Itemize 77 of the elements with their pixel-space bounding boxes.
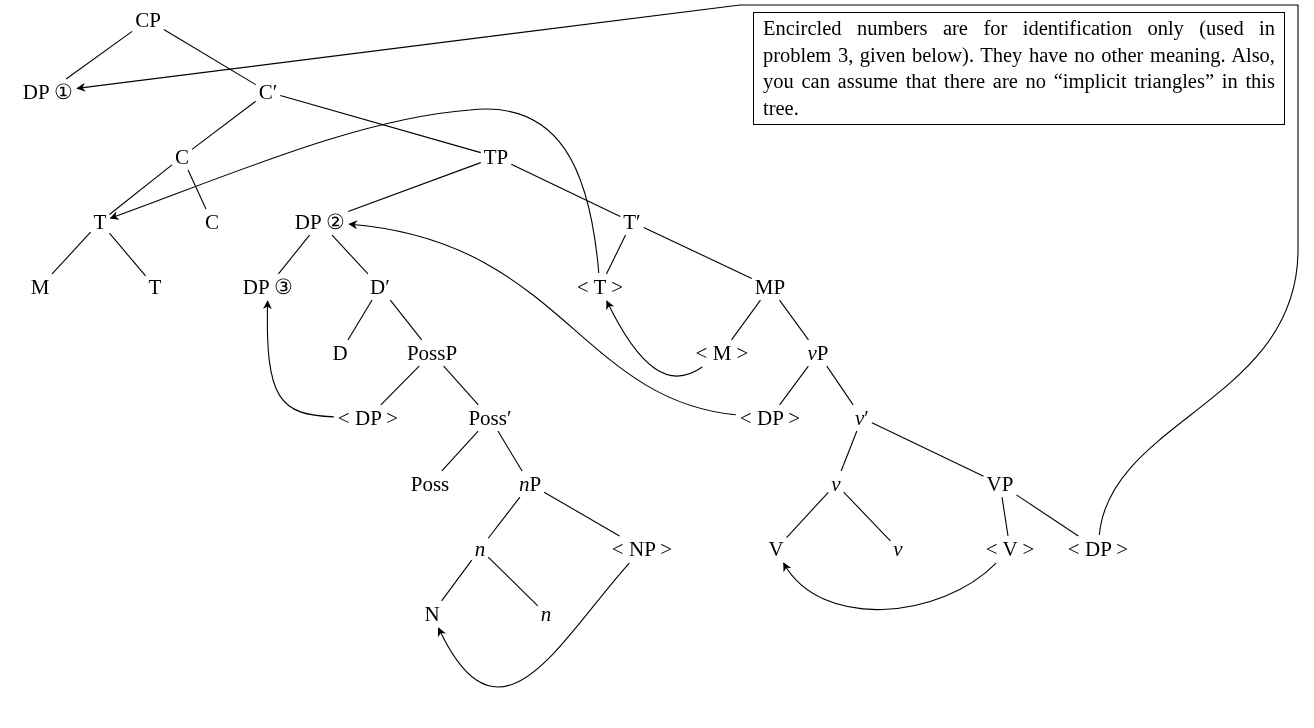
tree-node-label: < M > <box>693 340 751 366</box>
branch-line <box>1015 494 1079 537</box>
branch-line <box>187 169 207 210</box>
movement-arrow <box>783 562 997 611</box>
tree-node-label: VP <box>984 471 1016 497</box>
branch-line <box>843 491 891 542</box>
tree-node-label: < T > <box>574 274 626 300</box>
tree-node-label: T <box>146 274 164 300</box>
branch-line <box>108 164 173 216</box>
branch-line <box>108 232 147 277</box>
tree-node-label: n <box>538 601 554 627</box>
tree-node-label: < V > <box>983 536 1037 562</box>
tree-node-label: T <box>91 209 109 235</box>
tree-node-label: < DP > <box>737 405 803 431</box>
movement-arrow <box>438 562 630 688</box>
branch-line <box>441 430 479 472</box>
branch-line <box>65 30 133 80</box>
movement-arrow <box>109 108 600 274</box>
tree-node-label: PossP <box>404 340 460 366</box>
tree-node-label: C <box>203 209 221 235</box>
branch-line <box>279 94 482 154</box>
tree-node-label: v <box>891 536 905 562</box>
tree-node-label: n <box>472 536 488 562</box>
branch-line <box>487 496 521 539</box>
tree-node-label: D <box>330 340 350 366</box>
branch-line <box>826 365 854 406</box>
branch-line <box>331 234 369 275</box>
note-box: Encircled numbers are for identification only (used in problem 3, given below). They have no other meaning. Also, you can assume that there are no “implicit triangles” in this tree. <box>753 12 1285 125</box>
branch-line <box>1001 496 1009 537</box>
branch-line <box>487 556 539 607</box>
tree-node-label: Poss <box>408 471 452 497</box>
tree-node-label: DP ② <box>292 209 348 235</box>
branch-line <box>510 163 621 217</box>
movement-arrow <box>263 300 335 418</box>
tree-node-label: T′ <box>621 209 643 235</box>
branch-line <box>605 234 627 275</box>
branch-line <box>389 299 423 341</box>
branch-line <box>543 491 621 537</box>
branch-line <box>643 226 753 279</box>
tree-node-label: MP <box>752 274 788 300</box>
tree-node-label: M <box>28 274 52 300</box>
tree-node-label: < DP > <box>335 405 401 431</box>
branch-line <box>730 299 762 341</box>
tree-node-label: Poss′ <box>466 405 514 431</box>
movement-arrow <box>76 4 1299 536</box>
movement-arrow <box>606 300 703 377</box>
tree-node-label: DP ③ <box>240 274 296 300</box>
tree-node-label: V <box>766 536 786 562</box>
tree-node-label: v′ <box>853 405 871 431</box>
branch-line <box>51 231 92 275</box>
tree-node-label: nP <box>516 471 544 497</box>
branch-line <box>443 365 479 406</box>
branch-line <box>778 299 810 341</box>
tree-node-label: CP <box>133 7 163 33</box>
branch-line <box>871 422 985 477</box>
branch-line <box>786 491 829 539</box>
branch-line <box>779 365 809 406</box>
tree-node-label: < NP > <box>609 536 675 562</box>
tree-node-label: D′ <box>368 274 392 300</box>
tree-node-label: DP ① <box>20 79 76 105</box>
branch-line <box>277 234 311 275</box>
tree-node-label: TP <box>481 144 511 170</box>
tree-node-label: vP <box>805 340 831 366</box>
tree-node-label: C′ <box>256 79 280 105</box>
tree-node-label: N <box>422 601 442 627</box>
tree-node-label: < DP > <box>1065 536 1131 562</box>
branch-line <box>347 162 482 213</box>
branch-line <box>497 430 523 472</box>
movement-arrow <box>348 220 737 416</box>
branch-line <box>840 430 858 472</box>
branch-line <box>191 100 257 150</box>
branch-line <box>347 299 373 341</box>
branch-line <box>163 28 257 86</box>
tree-node-label: v <box>829 471 843 497</box>
branch-line <box>380 365 420 406</box>
tree-node-label: C <box>173 144 191 170</box>
branch-line <box>441 559 473 602</box>
